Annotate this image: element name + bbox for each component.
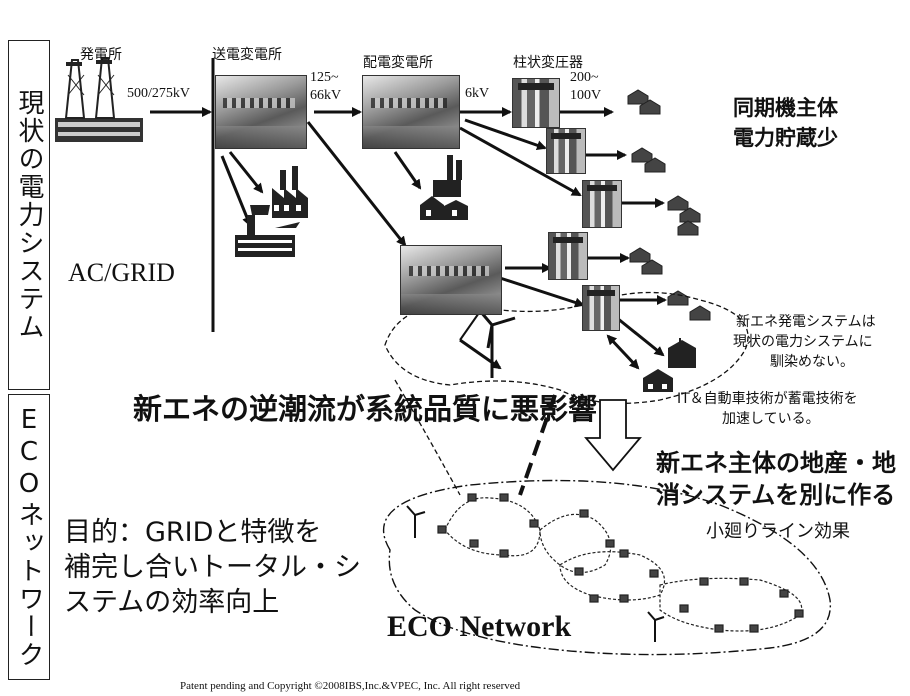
text-it-automotive-1: IT＆自動車技術が蓄電技術を (677, 391, 858, 407)
farm-icon (420, 155, 468, 220)
pole-transformer-5 (582, 285, 620, 331)
house-icons (627, 89, 711, 321)
side-label-current: 現状の電力システム (14, 89, 44, 341)
small-wind-turbine-icon (406, 505, 665, 642)
current-system-panel: 現状の電力システム (8, 40, 50, 390)
pole-transformer-2 (546, 128, 586, 174)
text-low-storage: 電力貯蔵少 (733, 126, 838, 150)
text-new-energy-3: 馴染めない。 (770, 354, 854, 370)
voltage-66kv: 66kV (310, 88, 342, 103)
eco-network-panel: ECOネットワーク (8, 394, 50, 680)
text-small-line-effect: 小廻りライン効果 (706, 521, 850, 542)
text-reverse-flow: 新エネの逆潮流が系統品質に悪影響 (133, 392, 598, 426)
storage-building-icon (643, 369, 673, 392)
region-link-dashed-bold (518, 394, 557, 496)
transmission-substation-photo (215, 75, 307, 149)
label-distribution-substation: 配電変電所 (363, 55, 433, 71)
side-label-eco: ECOネットワーク (14, 405, 44, 669)
text-new-energy-1: 新エネ発電システムは (736, 314, 876, 330)
power-plant-icon (55, 57, 143, 142)
new-energy-region (384, 291, 749, 404)
voltage-500-275kv: 500/275kV (127, 86, 190, 101)
text-ac-grid: AC/GRID (68, 258, 175, 287)
wind-turbine-icon (473, 304, 516, 378)
pole-transformer-1 (512, 78, 560, 128)
distribution-substation-photo (362, 75, 460, 149)
text-synchronous-machines: 同期機主体 (733, 96, 838, 120)
hollow-down-arrow (584, 399, 642, 472)
factory-icon (272, 166, 308, 218)
label-transmission-substation: 送電変電所 (212, 47, 282, 63)
region-link-left (394, 379, 461, 496)
pole-transformer-3 (582, 180, 622, 228)
voltage-125: 125~ (310, 70, 339, 85)
text-new-energy-2: 現状の電力システムに (733, 334, 873, 350)
pole-transformer-4 (548, 232, 588, 280)
text-it-automotive-2: 加速している。 (722, 411, 820, 427)
voltage-6kv: 6kV (465, 86, 490, 101)
text-goal-1: 目的：GRIDと特徴を (64, 517, 322, 548)
text-goal-3: ステムの効率向上 (64, 587, 280, 618)
text-goal-2: 補完し合いトータル・シ (64, 552, 361, 583)
text-eco-network: ECO Network (387, 610, 572, 643)
windmill-house-icon (668, 338, 696, 368)
eco-network-nodes (437, 493, 804, 633)
label-pole-transformer: 柱状変圧器 (513, 55, 583, 71)
industrial-complex-icon (235, 205, 300, 257)
voltage-200: 200~ (570, 70, 599, 85)
secondary-substation-photo (400, 245, 502, 315)
eco-network-boundary (382, 479, 831, 656)
copyright-notice: Patent pending and Copyright ©2008IBS,In… (180, 680, 521, 692)
text-local-production-1: 新エネ主体の地産・地 (656, 449, 896, 477)
text-local-production-2: 消システムを別に作る (656, 481, 896, 509)
voltage-100v: 100V (570, 88, 602, 103)
label-power-plant: 発電所 (80, 47, 122, 63)
